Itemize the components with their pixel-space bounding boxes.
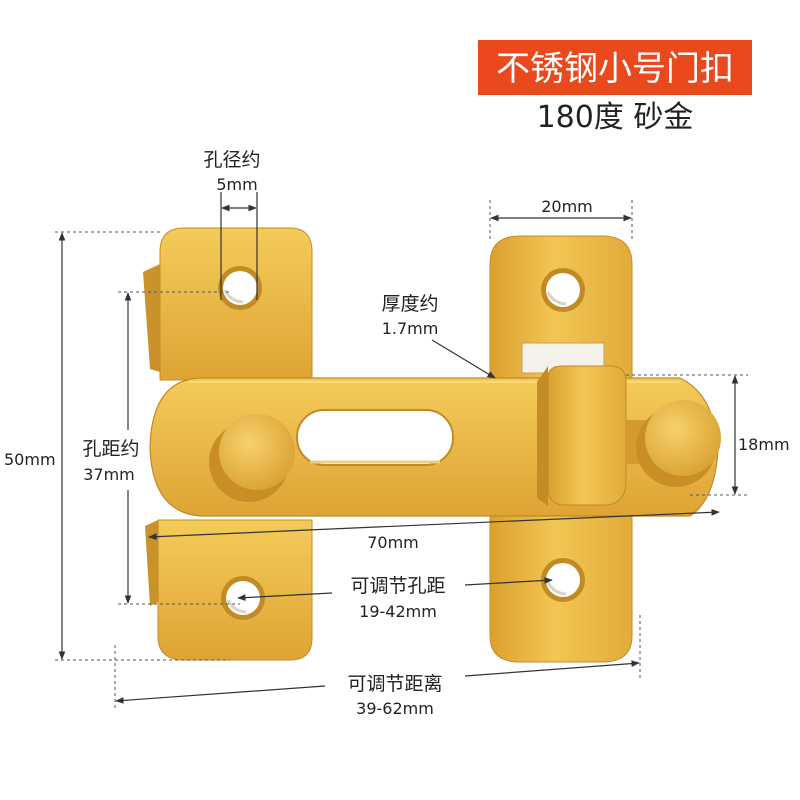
bar-height-dimension: 18mm — [626, 374, 790, 496]
adjustable-hole-spacing-dimension: 可调节孔距 19-42mm — [237, 575, 553, 621]
latch-loop — [537, 365, 627, 506]
bar-height-value: 18mm — [738, 435, 790, 454]
hole-spacing-dimension: 孔距约 37mm — [82, 291, 240, 605]
hole-diameter-value: 5mm — [216, 175, 257, 194]
left-knob — [209, 414, 295, 502]
adjustable-distance-value: 39-62mm — [356, 699, 434, 718]
left-plate-bent-edge-upper — [143, 264, 160, 372]
adjustable-hole-spacing-value: 19-42mm — [359, 602, 437, 621]
title-banner: 不锈钢小号门扣 — [478, 40, 752, 95]
plate-width-dimension: 20mm — [489, 197, 633, 240]
bar-length-value: 70mm — [367, 533, 419, 552]
hole-diameter-label: 孔径约 — [203, 149, 260, 171]
hole-spacing-value: 37mm — [83, 465, 135, 484]
hole-diameter-dimension: 孔径约 5mm — [203, 149, 261, 300]
title-banner-text: 不锈钢小号门扣 — [496, 49, 734, 89]
adjustable-hole-spacing-label: 可调节孔距 — [350, 575, 445, 597]
thickness-value: 1.7mm — [382, 319, 439, 338]
right-knob — [626, 400, 721, 487]
bar-length-dimension: 70mm — [148, 508, 720, 552]
thickness-label: 厚度约 — [381, 293, 438, 315]
total-height-dimension: 50mm — [4, 231, 230, 661]
door-latch-illustration — [143, 227, 721, 663]
adjustable-distance-label: 可调节距离 — [347, 673, 442, 695]
title-banner-background — [478, 40, 752, 95]
thickness-dimension: 厚度约 1.7mm — [381, 293, 496, 379]
left-upper-plate-hole — [218, 266, 262, 310]
right-plate-upper-hole — [541, 268, 585, 312]
plate-width-value: 20mm — [541, 197, 593, 216]
hole-spacing-label: 孔距约 — [82, 438, 139, 460]
subtitle: 180度 砂金 — [537, 100, 694, 135]
adjustable-distance-dimension: 可调节距离 39-62mm — [114, 615, 641, 718]
total-height-value: 50mm — [4, 450, 56, 469]
sliding-bar-slot — [296, 409, 454, 466]
left-plate-bent-edge-lower — [145, 520, 158, 606]
